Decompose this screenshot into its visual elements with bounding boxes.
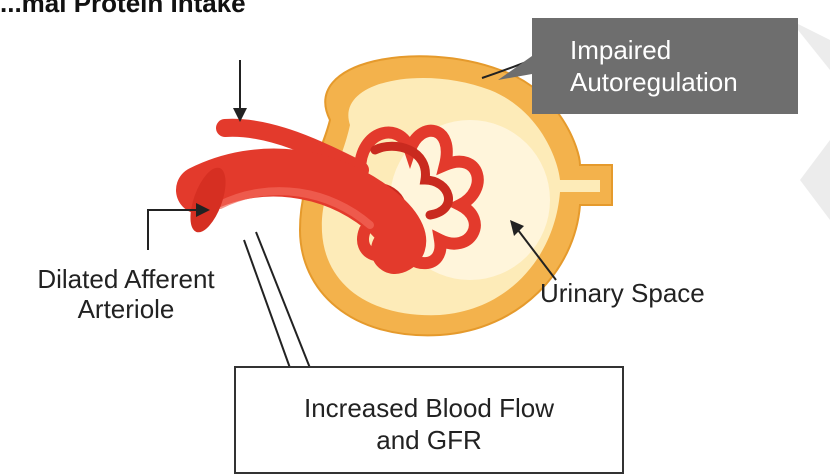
afferent-line1: Dilated Afferent: [16, 264, 236, 294]
blood-flow-line2: and GFR: [236, 424, 622, 456]
urinary-space-label: Urinary Space: [540, 278, 705, 308]
impaired-line1: Impaired: [570, 34, 798, 66]
blood-flow-callout: Increased Blood Flow and GFR: [234, 366, 624, 474]
watermark-shape: [800, 140, 830, 220]
afferent-arteriole-label: Dilated Afferent Arteriole: [16, 264, 236, 324]
impaired-line2: Autoregulation: [570, 66, 798, 98]
afferent-line2: Arteriole: [16, 294, 236, 324]
blood-flow-line1: Increased Blood Flow: [236, 392, 622, 424]
callout-tail: [498, 56, 532, 80]
impaired-autoregulation-callout: Impaired Autoregulation: [532, 18, 798, 114]
